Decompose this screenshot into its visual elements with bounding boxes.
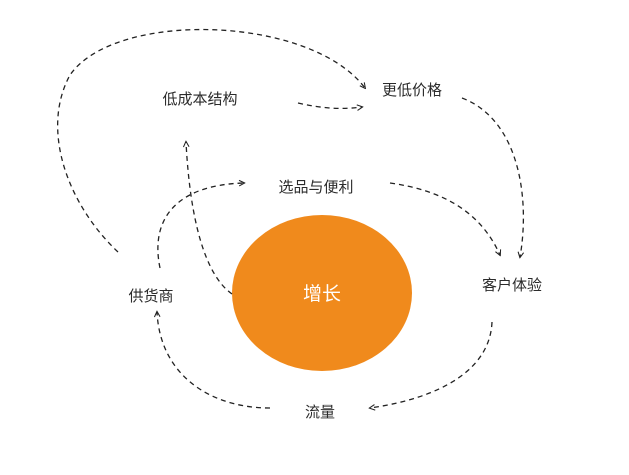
node-lower-price: 更低价格 bbox=[382, 81, 442, 99]
node-low-cost-structure: 低成本结构 bbox=[162, 90, 237, 108]
arrow-growth-to-low-cost bbox=[186, 142, 233, 295]
node-suppliers: 供货商 bbox=[128, 287, 173, 305]
node-traffic: 流量 bbox=[305, 403, 335, 421]
arrow-lower-price-to-customer-experience bbox=[461, 97, 525, 257]
arrow-suppliers-to-selection bbox=[157, 183, 244, 269]
growth-circle bbox=[232, 215, 412, 371]
node-selection-convenience: 选品与便利 bbox=[278, 178, 353, 196]
arrow-traffic-to-suppliers bbox=[157, 312, 271, 409]
arrow-selection-to-customer-experience bbox=[389, 182, 500, 255]
arrow-customer-experience-to-traffic bbox=[370, 321, 493, 408]
arrow-low-cost-to-lower-price bbox=[297, 102, 362, 108]
node-customer-experience: 客户体验 bbox=[482, 276, 542, 294]
arrow-suppliers-to-lower-price bbox=[57, 28, 365, 253]
growth-label: 增长 bbox=[303, 283, 341, 305]
